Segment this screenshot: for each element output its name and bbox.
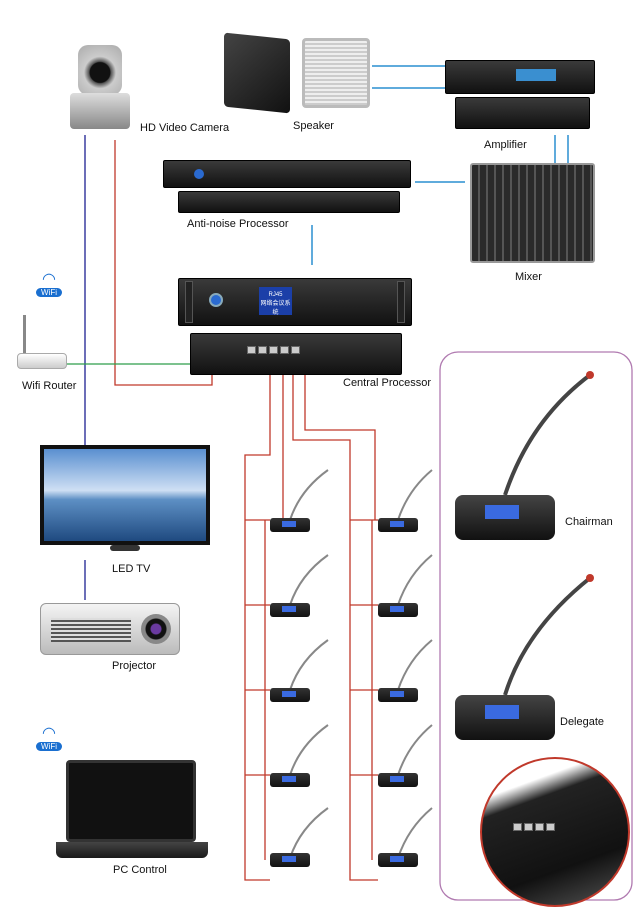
delegate-unit <box>378 688 418 702</box>
wifi-router-label: Wifi Router <box>22 380 77 392</box>
wifi-router <box>15 315 70 375</box>
anti-noise-label: Anti-noise Processor <box>187 218 289 230</box>
led-tv <box>40 445 210 545</box>
wifi-icon: ◠ WiFi <box>36 726 62 756</box>
delegate-bus-lines <box>244 370 378 881</box>
speaker-dark <box>224 32 290 114</box>
delegate-detail-unit <box>455 695 555 740</box>
anti-noise-front <box>163 160 411 188</box>
projector <box>40 603 180 655</box>
delegate-unit <box>270 773 310 787</box>
amplifier-label: Amplifier <box>484 139 527 151</box>
delegate-unit <box>270 853 310 867</box>
amplifier-back <box>455 97 590 129</box>
pc-control-label: PC Control <box>113 864 167 876</box>
delegate-unit <box>378 518 418 532</box>
delegate-unit <box>270 603 310 617</box>
central-processor-back <box>190 333 402 375</box>
central-processor-front: RJ45 网络会议系统 <box>178 278 412 326</box>
projector-label: Projector <box>112 660 157 672</box>
delegate-unit <box>378 853 418 867</box>
delegate-mic-stem <box>503 576 592 696</box>
anti-noise-back <box>178 191 400 213</box>
speaker-silver <box>302 38 370 108</box>
wifi-icon: ◠ WiFi <box>36 272 62 302</box>
delegate-unit <box>378 773 418 787</box>
camera-label: HD Video Camera <box>140 122 230 134</box>
chairman-unit <box>455 495 555 540</box>
mixer-label: Mixer <box>515 271 542 283</box>
delegate-unit <box>270 688 310 702</box>
chairman-label: Chairman <box>565 516 613 528</box>
display-line2: 网络会议系统 <box>260 301 291 316</box>
hd-video-camera <box>70 45 130 130</box>
laptop <box>66 760 196 842</box>
amplifier-front <box>445 60 595 94</box>
display-line1: RJ45 <box>268 292 283 298</box>
delegate-unit <box>270 518 310 532</box>
mixer <box>470 163 595 263</box>
delegate-mic-stems <box>289 469 433 859</box>
led-tv-label: LED TV <box>112 563 151 575</box>
chairman-mic-stem <box>503 373 592 496</box>
delegate-label: Delegate <box>560 716 605 728</box>
delegate-unit <box>378 603 418 617</box>
camera-central-line <box>114 140 213 386</box>
rear-panel-closeup <box>480 757 630 907</box>
speaker-label: Speaker <box>293 120 334 132</box>
central-processor-label: Central Processor <box>343 377 432 389</box>
